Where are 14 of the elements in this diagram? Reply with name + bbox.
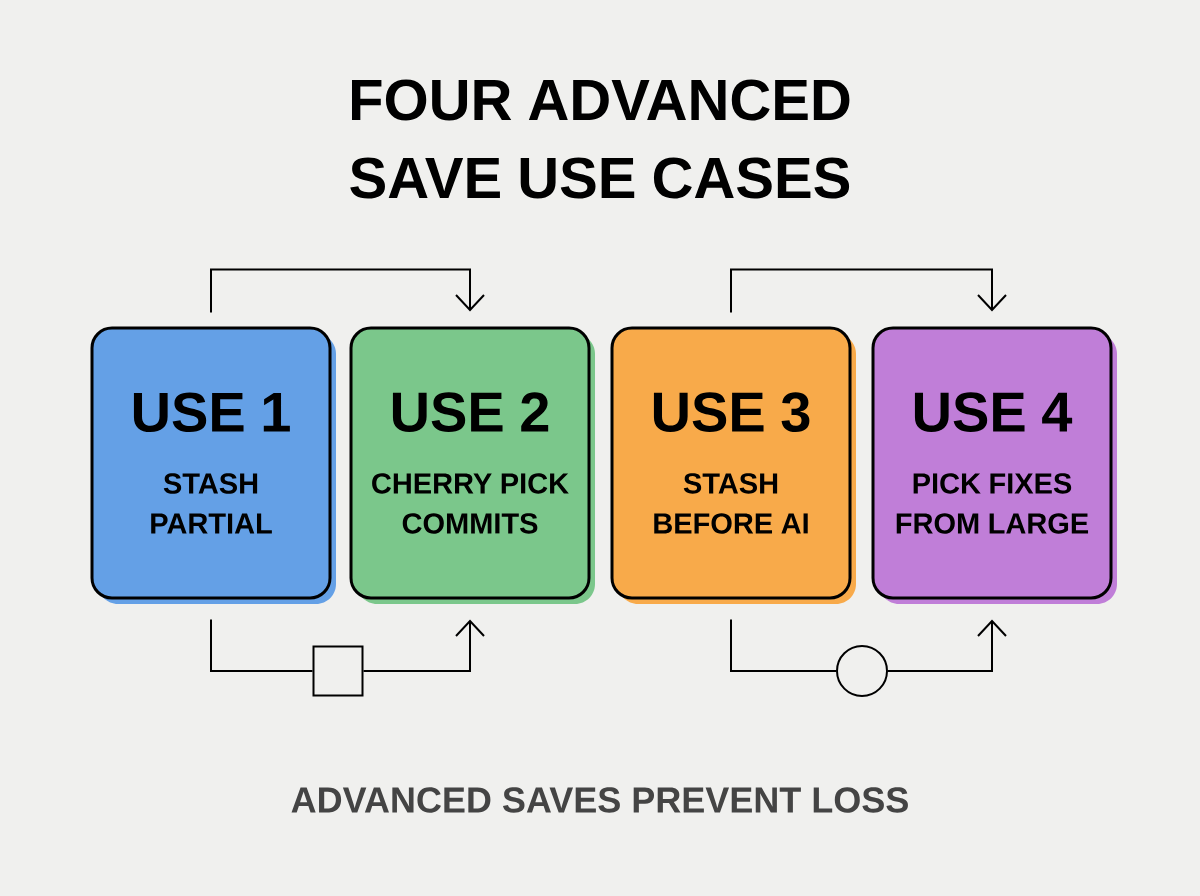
- connector-line: [730, 618, 837, 672]
- arrow: [730, 268, 1007, 314]
- arrow: [362, 619, 485, 672]
- arrow: [210, 268, 485, 314]
- title: FOUR ADVANCED SAVE USE CASES: [350, 79, 850, 199]
- use-case-box: USE 4 PICK FIXES FROM LARGE: [871, 326, 1117, 604]
- arrow: [887, 619, 1007, 672]
- use-case-box: USE 3 STASH BEFORE AI: [610, 326, 856, 604]
- use-case-box: USE 2 CHERRY PICK COMMITS: [349, 326, 595, 604]
- connector-line: [210, 618, 314, 672]
- caption: ADVANCED SAVES PREVENT LOSS: [291, 787, 908, 813]
- circle-node: [836, 645, 888, 697]
- square-node: [312, 645, 364, 697]
- use-case-box: USE 1 STASH PARTIAL: [90, 326, 336, 604]
